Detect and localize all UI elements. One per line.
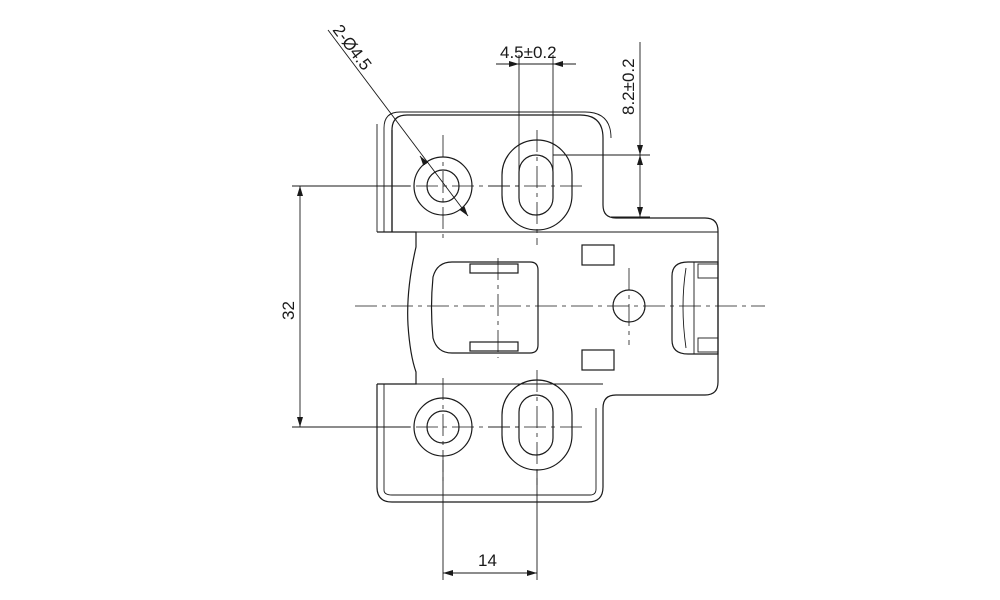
hole-callout-dimension: 2-Ø4.5: [327, 21, 469, 217]
vertical-spacing-dimension: 32: [279, 185, 410, 428]
slot-offset-label: 8.2±0.2: [619, 58, 638, 115]
center-window: [430, 261, 539, 354]
horizontal-spacing-label: 14: [478, 551, 497, 570]
hole-callout-label: 2-Ø4.5: [329, 21, 375, 74]
slot-width-label: 4.5±0.2: [500, 43, 557, 62]
vertical-spacing-label: 32: [279, 301, 298, 320]
plate-outline: [376, 111, 719, 503]
slot-offset-dimension: 8.2±0.2: [553, 42, 650, 218]
slot-width-dimension: 4.5±0.2: [496, 43, 576, 185]
small-tabs: [581, 244, 615, 371]
horizontal-spacing-dimension: 14: [442, 460, 538, 580]
right-adjuster: [671, 261, 719, 355]
center-lines: [355, 130, 765, 486]
